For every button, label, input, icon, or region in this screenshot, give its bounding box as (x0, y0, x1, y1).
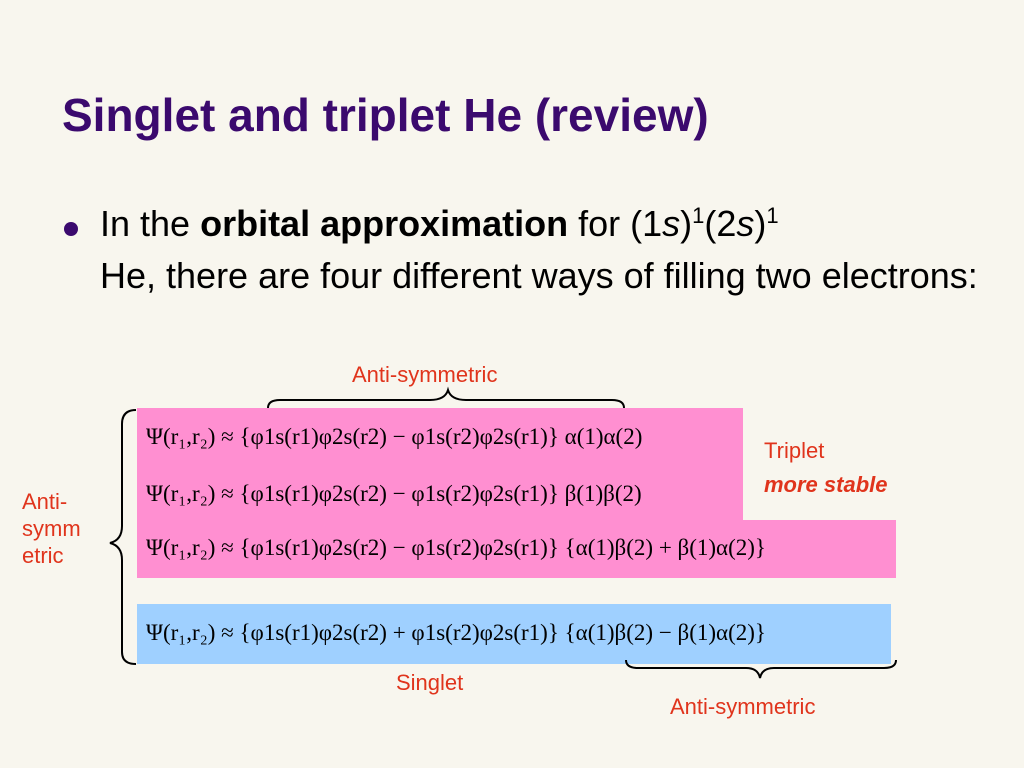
equation-4: Ψ(r₁,r₂) ≈ {φ1s(r1)φ2s(r2) + φ1s(r2)φ2s(… (146, 620, 766, 646)
label-bottom-anti-symmetric: Anti-symmetric (670, 694, 816, 719)
equation-3-spin: {α(1)β(2) + β(1)α(2)} (564, 535, 766, 560)
bullet-text: In the orbital approximation for (1s)1(2… (100, 198, 980, 302)
bullet-text-1: In the (100, 203, 201, 244)
bullet-text-4: (2 (704, 203, 737, 244)
triplet-box-2 (137, 520, 896, 578)
bullet-s2: s (736, 203, 755, 244)
bottom-brace (625, 659, 897, 679)
bullet-text-2: for (1 (568, 203, 663, 244)
equation-2-spatial: Ψ(r₁,r₂) ≈ {φ1s(r1)φ2s(r2) − φ1s(r2)φ2s(… (146, 481, 559, 506)
equation-2: Ψ(r₁,r₂) ≈ {φ1s(r1)φ2s(r2) − φ1s(r2)φ2s(… (146, 481, 642, 507)
equation-4-spin: {α(1)β(2) − β(1)α(2)} (564, 620, 766, 645)
equation-1: Ψ(r₁,r₂) ≈ {φ1s(r1)φ2s(r2) − φ1s(r2)φ2s(… (146, 424, 642, 450)
equation-3-spatial: Ψ(r₁,r₂) ≈ {φ1s(r1)φ2s(r2) − φ1s(r2)φ2s(… (146, 535, 559, 560)
label-triplet: Triplet (764, 438, 825, 463)
bullet-dot (64, 222, 78, 236)
label-more-stable: more stable (764, 472, 888, 497)
bullet-text-5: ) (754, 203, 767, 244)
label-top-anti-symmetric: Anti-symmetric (352, 362, 498, 387)
bullet-text-6: He, there are four different ways of fil… (100, 255, 978, 296)
bullet-text-3: ) (680, 203, 693, 244)
top-brace (267, 386, 625, 409)
bullet-sup2: 1 (766, 203, 779, 228)
equation-2-spin: β(1)β(2) (564, 481, 642, 506)
singlet-box (137, 604, 891, 664)
label-left-anti-symmetric: Anti- symm etric (22, 489, 81, 568)
slide-title: Singlet and triplet He (review) (62, 89, 709, 141)
equation-3: Ψ(r₁,r₂) ≈ {φ1s(r1)φ2s(r2) − φ1s(r2)φ2s(… (146, 535, 766, 561)
left-brace (109, 409, 137, 665)
bullet-bold: orbital approximation (200, 203, 569, 244)
label-singlet: Singlet (396, 670, 464, 695)
equation-1-spin: α(1)α(2) (564, 424, 643, 449)
equation-4-spatial: Ψ(r₁,r₂) ≈ {φ1s(r1)φ2s(r2) + φ1s(r2)φ2s(… (146, 620, 559, 645)
bullet-s1: s (662, 203, 681, 244)
triplet-box-1 (137, 408, 743, 520)
bullet-sup1: 1 (692, 203, 705, 228)
equation-1-spatial: Ψ(r₁,r₂) ≈ {φ1s(r1)φ2s(r2) − φ1s(r2)φ2s(… (146, 424, 559, 449)
